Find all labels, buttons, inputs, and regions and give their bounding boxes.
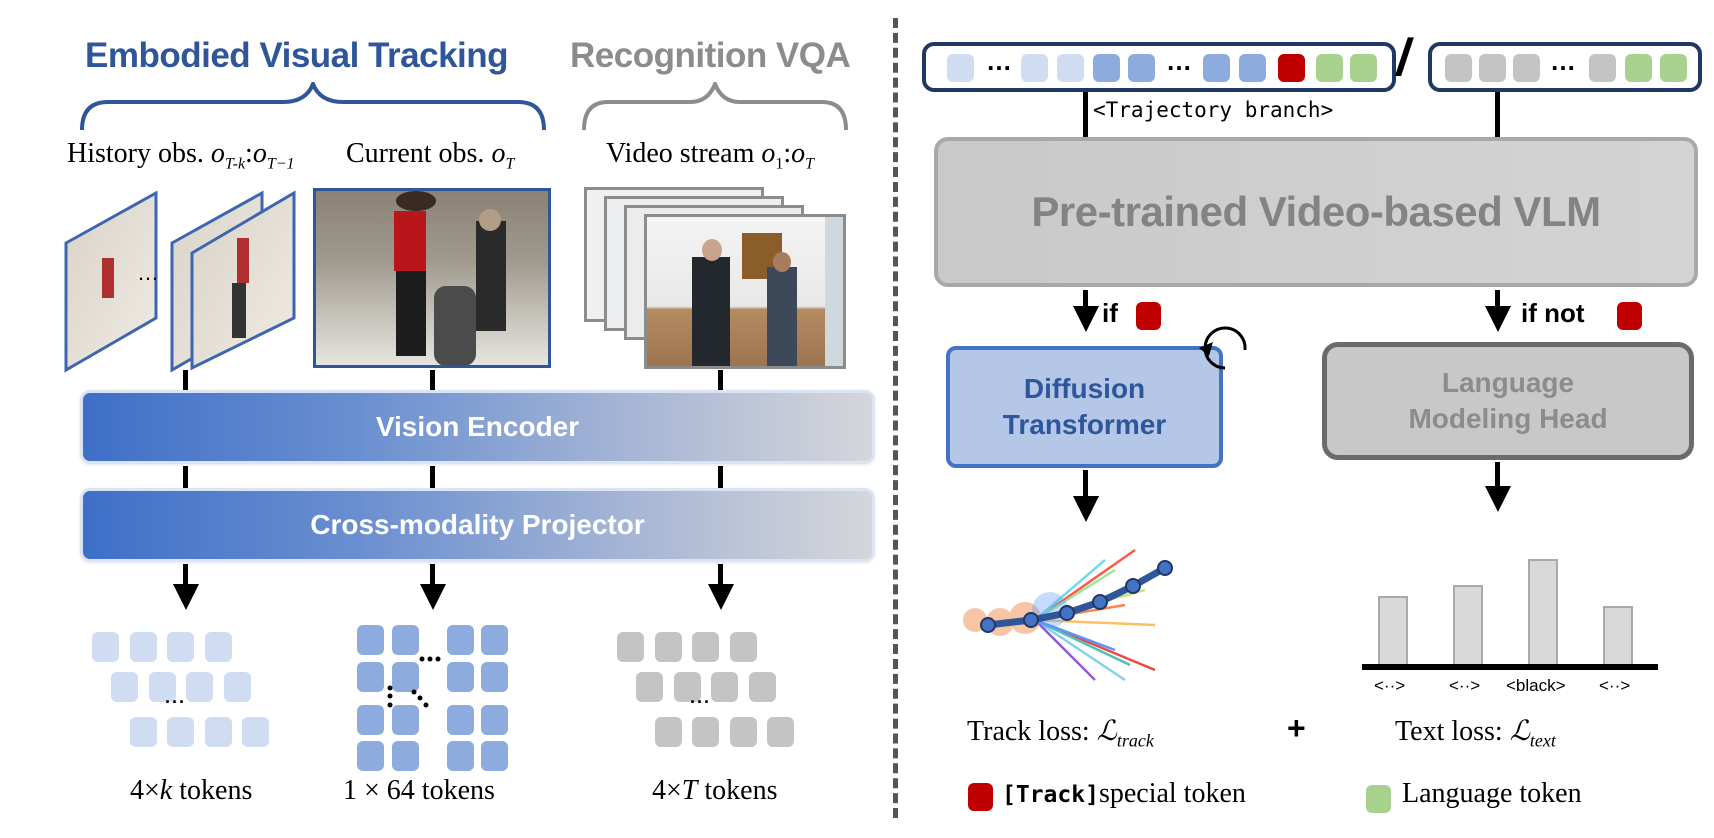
bar-3 bbox=[1528, 559, 1558, 664]
tokens-current-label: 1 × 64 tokens bbox=[343, 775, 495, 806]
tokens-video-label: 4×T tokens bbox=[652, 775, 778, 806]
diffusion-label-line2: Transformer bbox=[1002, 409, 1167, 440]
track-special-token bbox=[1278, 54, 1305, 82]
trajectory-branch-label: <Trajectory branch> bbox=[1093, 98, 1334, 122]
connector-history-2 bbox=[183, 466, 188, 488]
caption-video-stream: Video stream o1:oT bbox=[606, 138, 815, 173]
track-token-indicator bbox=[1136, 302, 1161, 330]
sequence-separator: / bbox=[1392, 29, 1416, 87]
projector-label: Cross-modality Projector bbox=[310, 509, 645, 540]
connector-current-2 bbox=[430, 466, 435, 488]
trajectory-sequence-box: … … bbox=[922, 42, 1396, 92]
diffusion-transformer-block: Diffusion Transformer bbox=[946, 346, 1223, 468]
pretrained-vlm-block: Pre-trained Video-based VLM bbox=[934, 137, 1698, 287]
language-sequence-box: … bbox=[1428, 42, 1702, 92]
title-recognition-vqa: Recognition VQA bbox=[570, 36, 851, 75]
lm-label-line1: Language bbox=[1441, 366, 1575, 398]
text-loss-label: Text loss: ℒtext bbox=[1395, 714, 1556, 751]
arrow-stem-diffusion bbox=[1083, 470, 1088, 500]
arrow-down-icon bbox=[1485, 306, 1511, 332]
track-token-indicator bbox=[1617, 302, 1642, 330]
connector-trajectory bbox=[1083, 92, 1088, 137]
arrow-stem-video bbox=[718, 564, 723, 586]
bar-label-1: <··> bbox=[1374, 676, 1406, 695]
current-observation-image bbox=[313, 188, 551, 368]
vision-encoder-block: Vision Encoder bbox=[80, 390, 875, 464]
legend-track-token: [Track]special token bbox=[1002, 778, 1246, 809]
connector-video bbox=[718, 370, 723, 390]
vlm-label: Pre-trained Video-based VLM bbox=[1031, 188, 1601, 235]
arrow-down-icon bbox=[420, 584, 446, 610]
chart-baseline bbox=[1362, 664, 1658, 670]
arrow-down-icon bbox=[708, 584, 734, 610]
bar-label-3: <black> bbox=[1506, 676, 1566, 695]
connector-video-2 bbox=[718, 466, 723, 488]
cross-modality-projector-block: Cross-modality Projector bbox=[80, 488, 875, 562]
title-embodied-visual-tracking: Embodied Visual Tracking bbox=[85, 36, 509, 75]
caption-history-obs: History obs. oT-k:oT−1 bbox=[67, 138, 295, 173]
caption-current-obs: Current obs. oT bbox=[346, 138, 515, 173]
tokens-history-label: 4×k tokens bbox=[130, 775, 253, 806]
arrow-down-icon bbox=[1485, 486, 1511, 512]
arrow-down-icon bbox=[173, 584, 199, 610]
connector-language bbox=[1495, 92, 1500, 137]
video-frame-current-image bbox=[644, 214, 846, 369]
arrow-stem-if-not bbox=[1495, 290, 1500, 310]
brace-tracking-icon bbox=[80, 82, 546, 131]
connector-history bbox=[183, 370, 188, 390]
legend-track-swatch bbox=[968, 783, 993, 811]
token-ellipsis-icon bbox=[387, 656, 441, 708]
history-frames-image: … bbox=[64, 190, 296, 373]
trajectory-diffusion-visualization-icon bbox=[963, 548, 1173, 682]
arrow-stem-if bbox=[1083, 290, 1088, 310]
arrow-down-icon bbox=[1073, 496, 1099, 522]
bar-2 bbox=[1453, 585, 1483, 664]
bar-label-4: <··> bbox=[1599, 676, 1631, 695]
plus-sign: + bbox=[1287, 710, 1306, 746]
lm-label-line2: Modeling Head bbox=[1408, 403, 1608, 434]
brace-vqa-icon bbox=[582, 82, 848, 131]
bar-1 bbox=[1378, 596, 1408, 664]
arrow-stem-lm bbox=[1495, 462, 1500, 490]
connector-current bbox=[430, 370, 435, 390]
vision-encoder-label: Vision Encoder bbox=[375, 411, 580, 442]
arrow-stem-current bbox=[430, 564, 435, 586]
legend-language-token: Language token bbox=[1402, 778, 1582, 809]
bar-label-2: <··> bbox=[1449, 676, 1481, 695]
if-label: if bbox=[1102, 298, 1118, 328]
legend-language-swatch bbox=[1366, 785, 1391, 813]
diffusion-label-line1: Diffusion bbox=[1023, 372, 1146, 404]
panel-divider bbox=[893, 18, 898, 818]
language-modeling-head-block: Language Modeling Head bbox=[1322, 342, 1694, 460]
history-ellipsis: … bbox=[137, 260, 159, 285]
arrow-stem-history bbox=[183, 564, 188, 586]
arrow-down-icon bbox=[1073, 306, 1099, 332]
if-not-label: if not bbox=[1521, 298, 1585, 328]
bar-4 bbox=[1603, 606, 1633, 664]
loop-arrow-icon bbox=[1199, 326, 1247, 370]
track-loss-label: Track loss: ℒtrack bbox=[967, 714, 1154, 751]
